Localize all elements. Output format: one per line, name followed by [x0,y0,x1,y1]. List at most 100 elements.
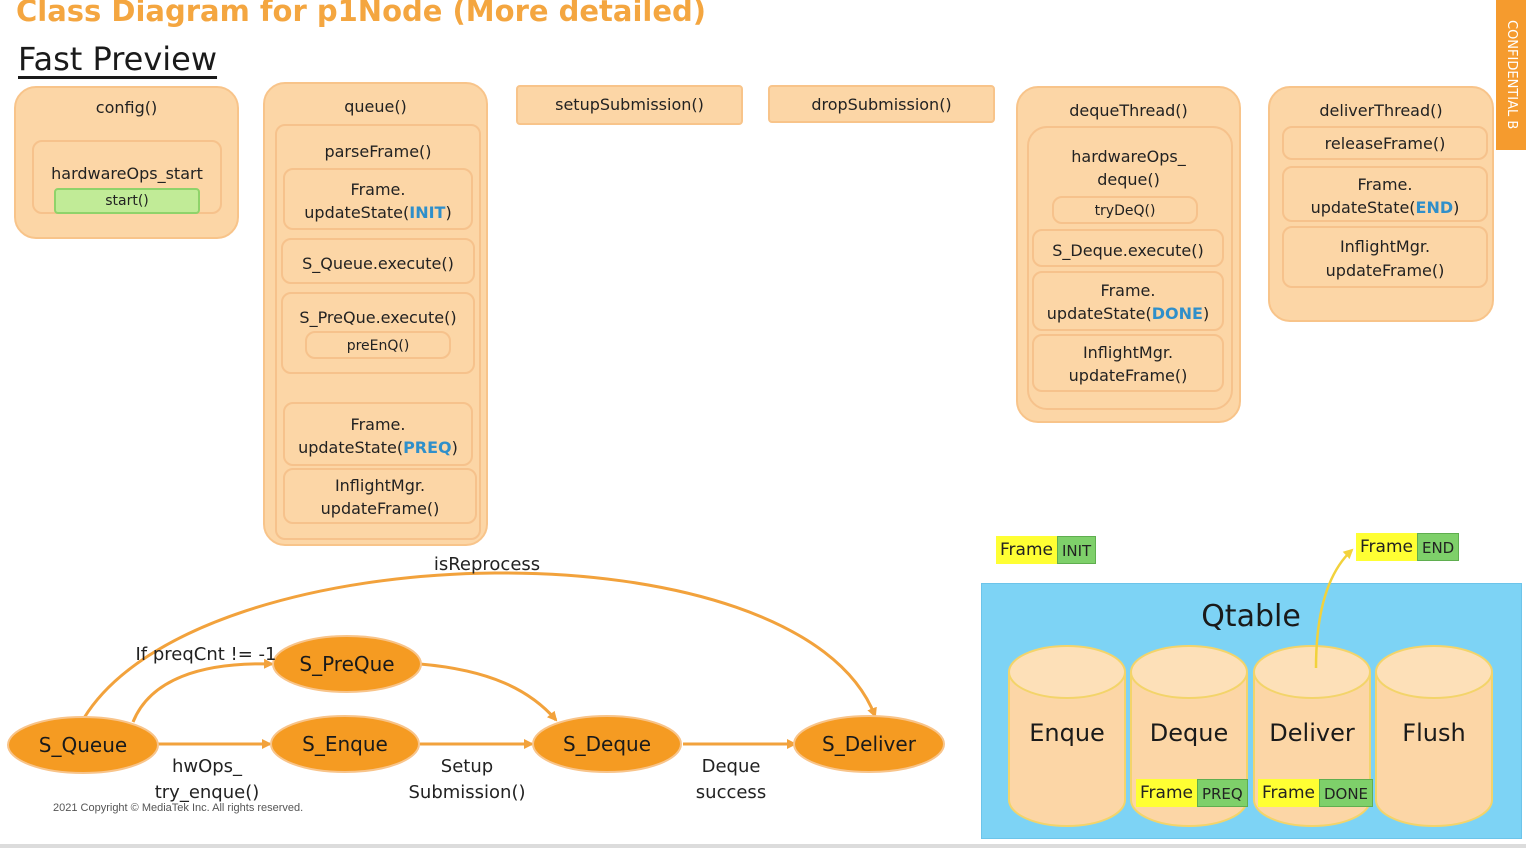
update-init-box: Frame. updateState(INIT) [283,168,473,230]
setup-submission-box: setupSubmission() [516,85,743,125]
node-s-preque: S_PreQue [272,635,422,693]
deliver-thread-title: deliverThread() [1319,101,1443,120]
node-s-enque: S_Enque [270,715,420,773]
label-if-preqcnt: If preqCnt != -1 [135,644,276,665]
arrow-preque-to-deque [419,662,558,722]
qtable-title: Qtable [1201,599,1301,634]
queue-title: queue() [344,97,407,116]
deque-thread-box: dequeThread() hardwareOps_ deque() tryDe… [1016,86,1241,423]
label-setup-1: Setup [441,756,493,777]
cylinder-enque-label: Enque [1029,719,1105,747]
label-deque-2: success [696,782,766,803]
inflight-line1: InflightMgr. [1082,343,1174,362]
label-hwops-2: try_enque() [155,782,260,803]
label-setup-2: Submission() [408,782,525,803]
node-s-enque-label: S_Enque [302,732,388,756]
node-s-deque-label: S_Deque [563,732,651,756]
sdeque-execute-label: S_Deque.execute() [1052,241,1204,260]
drop-submission-box: dropSubmission() [768,85,995,123]
hw-deque-line1: hardwareOps_ [1071,147,1186,166]
section-subtitle: Fast Preview [18,40,218,78]
node-s-preque-label: S_PreQue [299,652,394,676]
confidential-tab: CONFIDENTIAL B [1496,0,1526,150]
update-state-preq: updateState(PREQ) [285,436,471,459]
cylinder-flush-label: Flush [1402,719,1465,747]
node-s-queue: S_Queue [7,716,159,774]
tag-frame-word: Frame [1258,779,1319,807]
squeue-execute-box: S_Queue.execute() [281,238,475,284]
spreque-execute-label: S_PreQue.execute() [299,308,457,327]
update-state-end: updateState(END) [1284,196,1486,219]
close-paren: ) [445,203,452,222]
inflight-line2: updateFrame() [1068,366,1188,385]
copyright-footer: 2021 Copyright © MediaTek Inc. All right… [53,802,304,814]
hw-deque-line2: deque() [1097,170,1160,189]
bottom-divider [0,844,1526,848]
inflight-line1: InflightMgr. [1339,237,1431,256]
frame-line-end: Frame. [1357,175,1413,194]
label-isreprocess: isReprocess [434,554,540,575]
tag-state: END [1416,533,1460,561]
release-frame-label: releaseFrame() [1324,134,1446,153]
trydeq-label: tryDeQ() [1094,203,1156,219]
update-end-box: Frame. updateState(END) [1282,166,1488,222]
config-title: config() [95,98,158,117]
close-paren: ) [1202,304,1210,323]
inflight-queue-box: InflightMgr. updateFrame() [283,468,477,524]
trydeq-box: tryDeQ() [1052,196,1198,224]
frame-line: Frame. [350,180,406,199]
page-title: Class Diagram for p1Node (More detailed) [16,0,707,28]
cylinder-deliver-label: Deliver [1269,719,1355,747]
update-state-prefix: updateState( [298,438,404,457]
inflight-line1: InflightMgr. [334,476,426,495]
frame-line-preq: Frame. [350,415,406,434]
node-s-queue-label: S_Queue [39,733,127,757]
state-init-keyword: INIT [409,203,446,222]
node-s-deliver-label: S_Deliver [822,732,917,756]
tag-state: DONE [1318,779,1374,807]
update-state-prefix: updateState( [1310,198,1416,217]
tag-frame-word: Frame [1136,779,1197,807]
state-preq-keyword: PREQ [403,438,452,457]
arrow-deliver-to-end [1314,548,1354,669]
preenq-box: preEnQ() [305,331,451,359]
deliver-thread-box: deliverThread() releaseFrame() Frame. up… [1268,86,1494,322]
update-done-box: Frame. updateState(DONE) [1032,271,1224,331]
close-paren: ) [1453,198,1460,217]
start-chip: start() [54,188,200,214]
update-state-prefix: updateState( [304,203,410,222]
update-state-done: updateState(DONE) [1034,302,1222,325]
label-deque-1: Deque [702,756,761,777]
hardware-ops-start-label: hardwareOps_start [51,164,203,183]
inflight-line2: updateFrame() [1325,261,1445,280]
squeue-execute-label: S_Queue.execute() [302,254,454,273]
update-preq-box: Frame. updateState(PREQ) [283,402,473,466]
tag-frame-word: Frame [1356,533,1417,561]
cylinder-enque: Enque [1008,645,1126,827]
cylinder-flush: Flush [1375,645,1493,827]
label-hwops-1: hwOps_ [172,756,243,777]
arrow-isreprocess [82,571,877,719]
release-frame-box: releaseFrame() [1282,126,1488,160]
parse-frame-label: parseFrame() [324,142,432,161]
update-state-init: updateState(INIT) [285,201,471,224]
node-s-deliver: S_Deliver [793,715,945,773]
arrow-to-preque [131,658,274,723]
close-paren: ) [451,438,458,457]
node-s-deque: S_Deque [532,715,682,773]
update-state-prefix: updateState( [1046,304,1152,323]
preenq-label: preEnQ() [346,338,410,354]
sdeque-execute-box: S_Deque.execute() [1032,229,1224,267]
inflight-deque-box: InflightMgr. updateFrame() [1032,334,1224,392]
state-done-keyword: DONE [1151,304,1203,323]
tag-state: PREQ [1196,779,1248,807]
frame-line-done: Frame. [1100,281,1156,300]
inflight-line2: updateFrame() [320,499,440,518]
inflight-deliver-box: InflightMgr. updateFrame() [1282,226,1488,288]
